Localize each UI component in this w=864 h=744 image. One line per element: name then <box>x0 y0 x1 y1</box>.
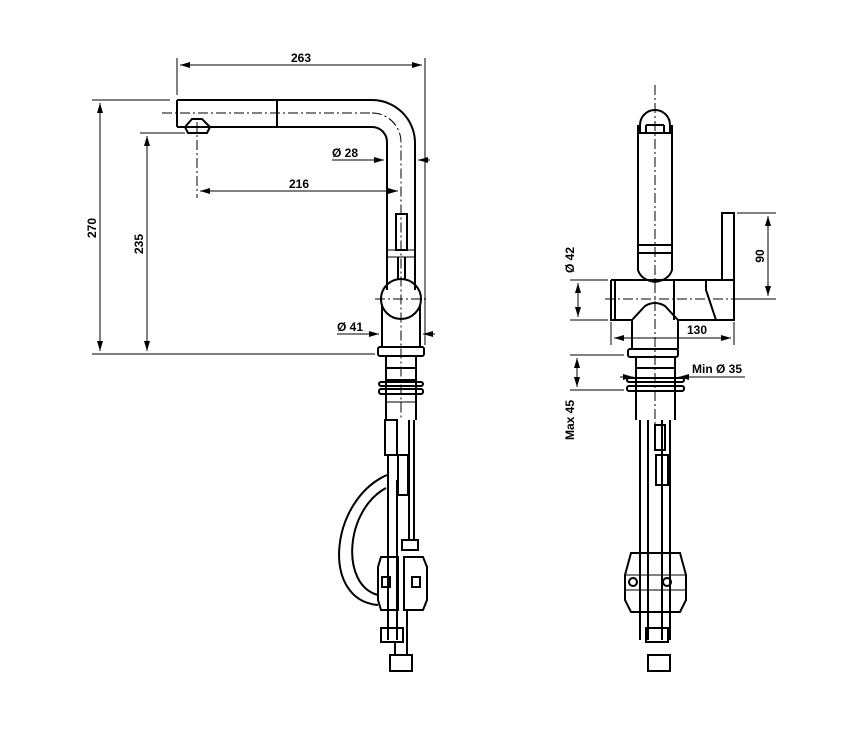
spout <box>176 99 416 290</box>
dim-hole-diameter: Min Ø 35 <box>692 362 742 376</box>
dim-lever-height: 90 <box>753 249 767 263</box>
dim-spout-height: 235 <box>132 234 146 254</box>
dim-overall-width: 263 <box>291 51 311 65</box>
front-view: Ø 42 90 130 Min Ø 35 Max 45 <box>563 85 776 672</box>
dim-spout-reach: 216 <box>289 177 309 191</box>
hoses <box>338 419 419 672</box>
hose-clamp <box>377 556 428 611</box>
dim-body-diameter: Ø 41 <box>337 320 363 334</box>
side-view: 263 270 235 216 Ø 28 Ø 41 <box>85 51 435 672</box>
dim-spout-diameter: Ø 28 <box>332 146 358 160</box>
dim-max-deck-thickness: Max 45 <box>563 400 577 440</box>
dim-body-diameter: Ø 42 <box>563 247 577 273</box>
hose-clamp <box>624 552 687 613</box>
mounting-nut <box>626 385 685 392</box>
dim-body-width: 130 <box>687 323 707 337</box>
dim-overall-height: 270 <box>85 218 99 238</box>
spout-head <box>639 109 671 126</box>
base-flange <box>627 348 679 358</box>
lever <box>721 212 735 281</box>
aerator <box>183 118 212 134</box>
mounting-nut <box>378 388 424 395</box>
hoses <box>639 420 671 640</box>
base-flange <box>377 346 425 357</box>
